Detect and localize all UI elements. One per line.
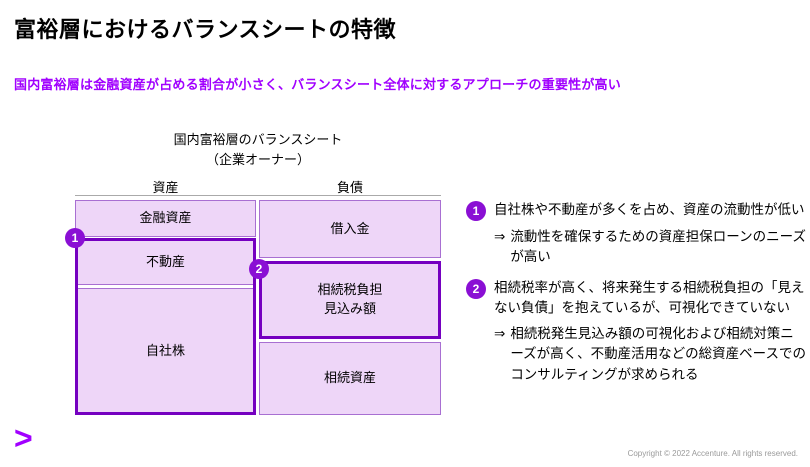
page-title: 富裕層におけるバランスシートの特徴 [14,17,397,42]
column-header-divider [75,195,441,196]
box-inherited-assets: 相続資産 [259,342,441,415]
note-2-arrow-icon: ⇒ [494,326,506,341]
accenture-logo-icon: > [14,420,33,456]
note-2-text: 相続税率が高く、将来発生する相続税負担の「見えない負債」を抱えているが、可視化で… [494,279,805,315]
highlight-outline-1 [75,238,256,415]
note-2: 2 相続税率が高く、将来発生する相続税負担の「見えない負債」を抱えているが、可視… [466,278,806,385]
note-2-badge: 2 [466,278,486,299]
highlight-outline-2 [259,261,441,339]
note-1-sub-text: 流動性を確保するための資産担保ローンのニーズが高い [510,229,806,265]
note-1-text: 自社株や不動産が多くを占め、資産の流動性が低い [494,202,805,217]
box-real-estate: 不動産 [75,240,256,285]
note-1-arrow-icon: ⇒ [494,229,506,244]
box-financial-assets: 金融資産 [75,200,256,237]
assets-column-header: 資産 [152,180,179,195]
diagram-badge-1: 1 [65,228,85,248]
slide-subtitle: 国内富裕層は金融資産が占める割合が小さく、バランスシート全体に対するアプローチの… [14,77,621,92]
box-borrowings: 借入金 [259,200,441,258]
box-inheritance-tax-estimate: 相続税負担 見込み額 [259,261,441,339]
copyright-text: Copyright © 2022 Accenture. All rights r… [627,449,798,458]
note-2-sub-text: 相続税発生見込み額の可視化および相続対策ニーズが高く、不動産活用などの総資産ベー… [510,326,806,382]
note-1-badge: 1 [466,201,486,221]
diagram-title: 国内富裕層のバランスシート （企業オーナー） [173,132,343,167]
liabilities-column-header: 負債 [336,180,363,195]
note-1: 1 自社株や不動産が多くを占め、資産の流動性が低い ⇒ 流動性を確保するための資… [466,200,806,268]
notes-panel: 1 自社株や不動産が多くを占め、資産の流動性が低い ⇒ 流動性を確保するための資… [466,200,806,395]
diagram-badge-2: 2 [249,259,269,279]
